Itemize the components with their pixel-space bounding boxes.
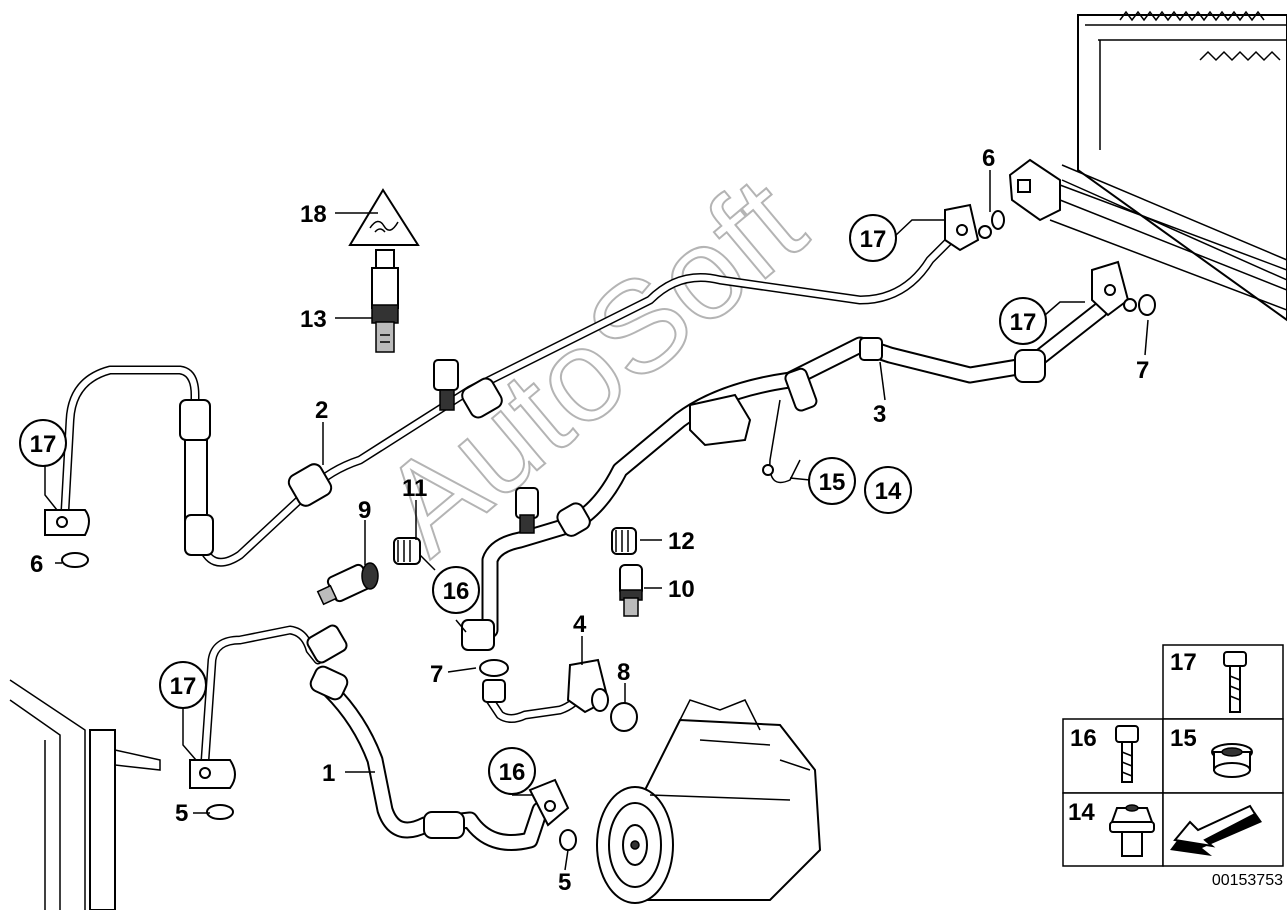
arrow-icon [1170,804,1262,856]
label-16-bottom: 16 [499,759,526,786]
legend-15: 15 [1170,725,1197,752]
condenser-bottom-left [9,679,161,910]
label-17-bottom: 17 [170,673,197,700]
pipe-2 [60,235,955,567]
label-2: 2 [315,397,328,424]
label-17-left: 17 [30,431,57,458]
pipe-1 [200,624,577,851]
circled-labels: 17 17 17 17 16 16 15 14 [19,214,1047,795]
label-12: 12 [668,528,695,555]
label-9: 9 [358,497,371,524]
valve-cap-11 [393,537,421,565]
service-valve-9 [316,562,379,606]
label-8: 8 [617,659,630,686]
label-3: 3 [873,401,886,428]
service-valve-10 [619,564,643,617]
label-11: 11 [402,475,427,502]
label-14: 14 [875,478,902,505]
label-16-mid: 16 [443,578,470,605]
label-4: 4 [573,611,587,638]
pipe-3 [461,301,1109,651]
condenser-top-right [1049,10,1287,322]
label-10: 10 [668,576,695,603]
label-17-right: 17 [1010,309,1037,336]
label-6-right: 6 [982,145,995,172]
label-6-left: 6 [30,551,43,578]
label-1: 1 [322,760,335,787]
flange-17-right [1091,260,1156,317]
pipe-4 [479,658,638,732]
label-7-right: 7 [1136,357,1149,384]
bolt-16-icon [1115,725,1139,783]
diagram-number: 00153753 [1212,872,1283,889]
label-7-mid: 7 [430,661,443,688]
legend-17: 17 [1170,649,1197,676]
ac-compressor [596,699,822,904]
label-13: 13 [300,306,327,333]
bolt-17-icon [1223,651,1247,713]
pressure-sensor-13 [371,249,399,353]
grommet-15-icon [1211,743,1253,778]
valve-cap-12 [611,527,637,555]
label-17-top: 17 [860,226,887,253]
part-labels: 18 13 2 6 9 11 12 10 4 7 8 1 5 5 3 6 7 [30,145,1149,896]
label-15: 15 [819,469,846,496]
label-5-right: 5 [558,869,571,896]
label-5-left: 5 [175,800,188,827]
flange-17-top [944,158,1287,291]
legend-14: 14 [1068,799,1095,826]
valve-on-pipe [515,487,539,534]
legend-16: 16 [1070,725,1097,752]
label-18: 18 [300,201,327,228]
flange-17-left [44,509,90,568]
warning-triangle-18 [348,188,420,246]
flange-17-bottom [189,759,236,820]
leader-lines [44,170,1149,871]
nut-14-icon [1109,804,1155,857]
legend-table: 17 16 15 14 00153 [1062,644,1284,889]
